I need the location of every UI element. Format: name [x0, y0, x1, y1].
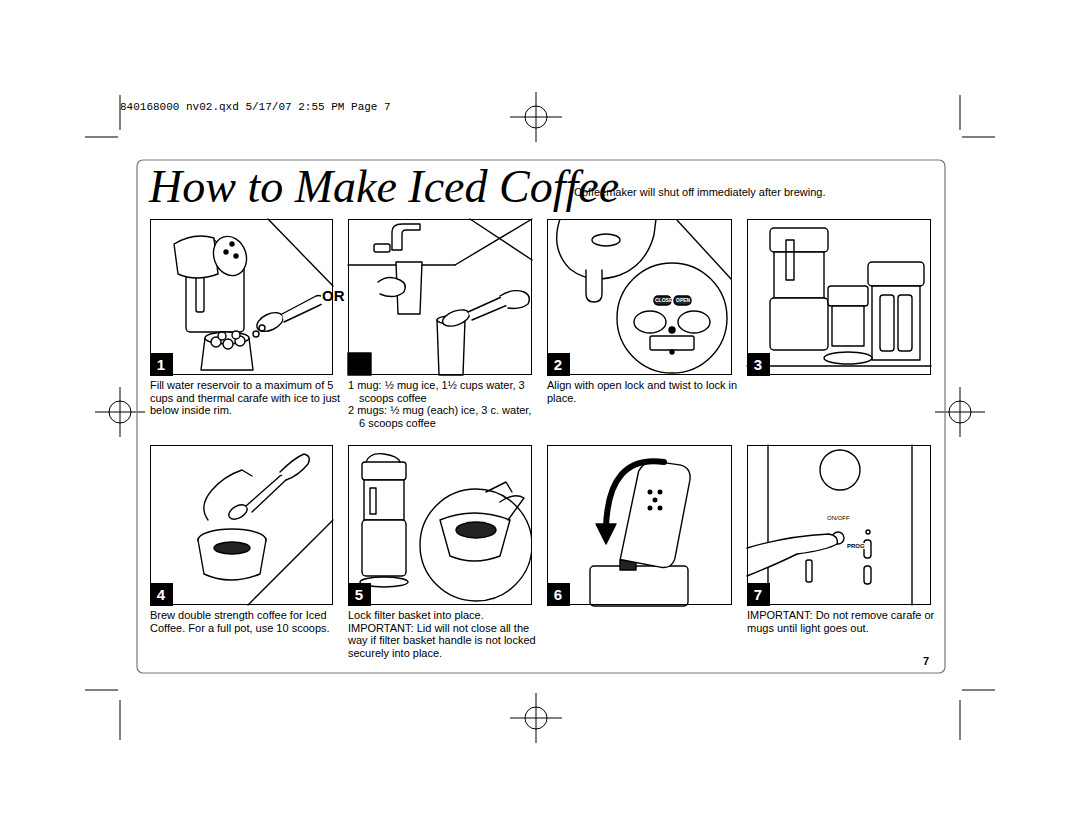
step-panel: Fill water reservoir to a maximum of 5 c… — [150, 219, 333, 375]
page-number: 7 — [923, 655, 929, 667]
button-label: OPEN — [676, 297, 690, 303]
step-caption: IMPORTANT: Lid will not close all the wa… — [348, 622, 544, 660]
step-number-text: 5 — [355, 586, 363, 603]
button-label: CLOSE — [655, 297, 672, 303]
step-number-text: 4 — [157, 586, 165, 603]
step-panel: Brew double strength coffee for Iced Cof… — [150, 445, 333, 605]
step-number: 7 — [747, 583, 770, 606]
step-number-text: 3 — [754, 356, 762, 373]
step-caption: 1 mug: ½ mug ice, 1½ cups water, 3 scoop… — [348, 379, 540, 404]
step-caption-area: Brew double strength coffee for Iced Cof… — [150, 609, 342, 634]
step-number: 5 — [348, 583, 371, 606]
step-caption: IMPORTANT: Do not remove carafe or mugs … — [747, 609, 947, 634]
step-caption: Fill water reservoir to a maximum of 5 c… — [150, 379, 342, 417]
page-title: How to Make Iced Coffee — [149, 160, 619, 213]
step-number: 4 — [150, 583, 173, 606]
step-panel: 6 — [547, 445, 732, 605]
step-panel: Align with open lock and twist to lock i… — [547, 219, 732, 375]
step-number: 1 — [150, 353, 173, 376]
subtitle-note: Coffeemaker will shut off immediately af… — [574, 186, 825, 198]
step-caption: Lock filter basket into place. — [348, 609, 544, 622]
step-number-text: 6 — [554, 586, 562, 603]
step-caption-area: 1 mug: ½ mug ice, 1½ cups water, 3 scoop… — [348, 379, 540, 429]
step-caption-area: IMPORTANT: Do not remove carafe or mugs … — [747, 609, 947, 634]
or-label: OR — [321, 287, 346, 304]
step-panel: IMPORTANT: Do not remove carafe or mugs … — [747, 445, 931, 605]
step-panel: 1 mug: ½ mug ice, 1½ cups water, 3 scoop… — [348, 219, 532, 375]
step-number-text: 1 — [157, 356, 165, 373]
step-caption: Brew double strength coffee for Iced Cof… — [150, 609, 342, 634]
file-header: 840168000 nv02.qxd 5/17/07 2:55 PM Page … — [120, 101, 391, 113]
step-number-text: 7 — [754, 586, 762, 603]
step-number: 6 — [547, 583, 570, 606]
step-number-text: 2 — [554, 356, 562, 373]
step-panel: 3 — [747, 219, 931, 375]
button-label: PROG — [846, 543, 866, 549]
step-number: 3 — [747, 353, 770, 376]
step-number: 2 — [547, 353, 570, 376]
step-caption-area: Align with open lock and twist to lock i… — [547, 379, 739, 404]
step-caption: Align with open lock and twist to lock i… — [547, 379, 739, 404]
step-caption-area: Lock filter basket into place.IMPORTANT:… — [348, 609, 544, 659]
step-caption-area: Fill water reservoir to a maximum of 5 c… — [150, 379, 342, 417]
step-panel: Lock filter basket into place.IMPORTANT:… — [348, 445, 532, 605]
step-caption: 2 mugs: ½ mug (each) ice, 3 c. water, 6 … — [348, 404, 540, 429]
button-label: ON/OFF — [826, 515, 851, 521]
